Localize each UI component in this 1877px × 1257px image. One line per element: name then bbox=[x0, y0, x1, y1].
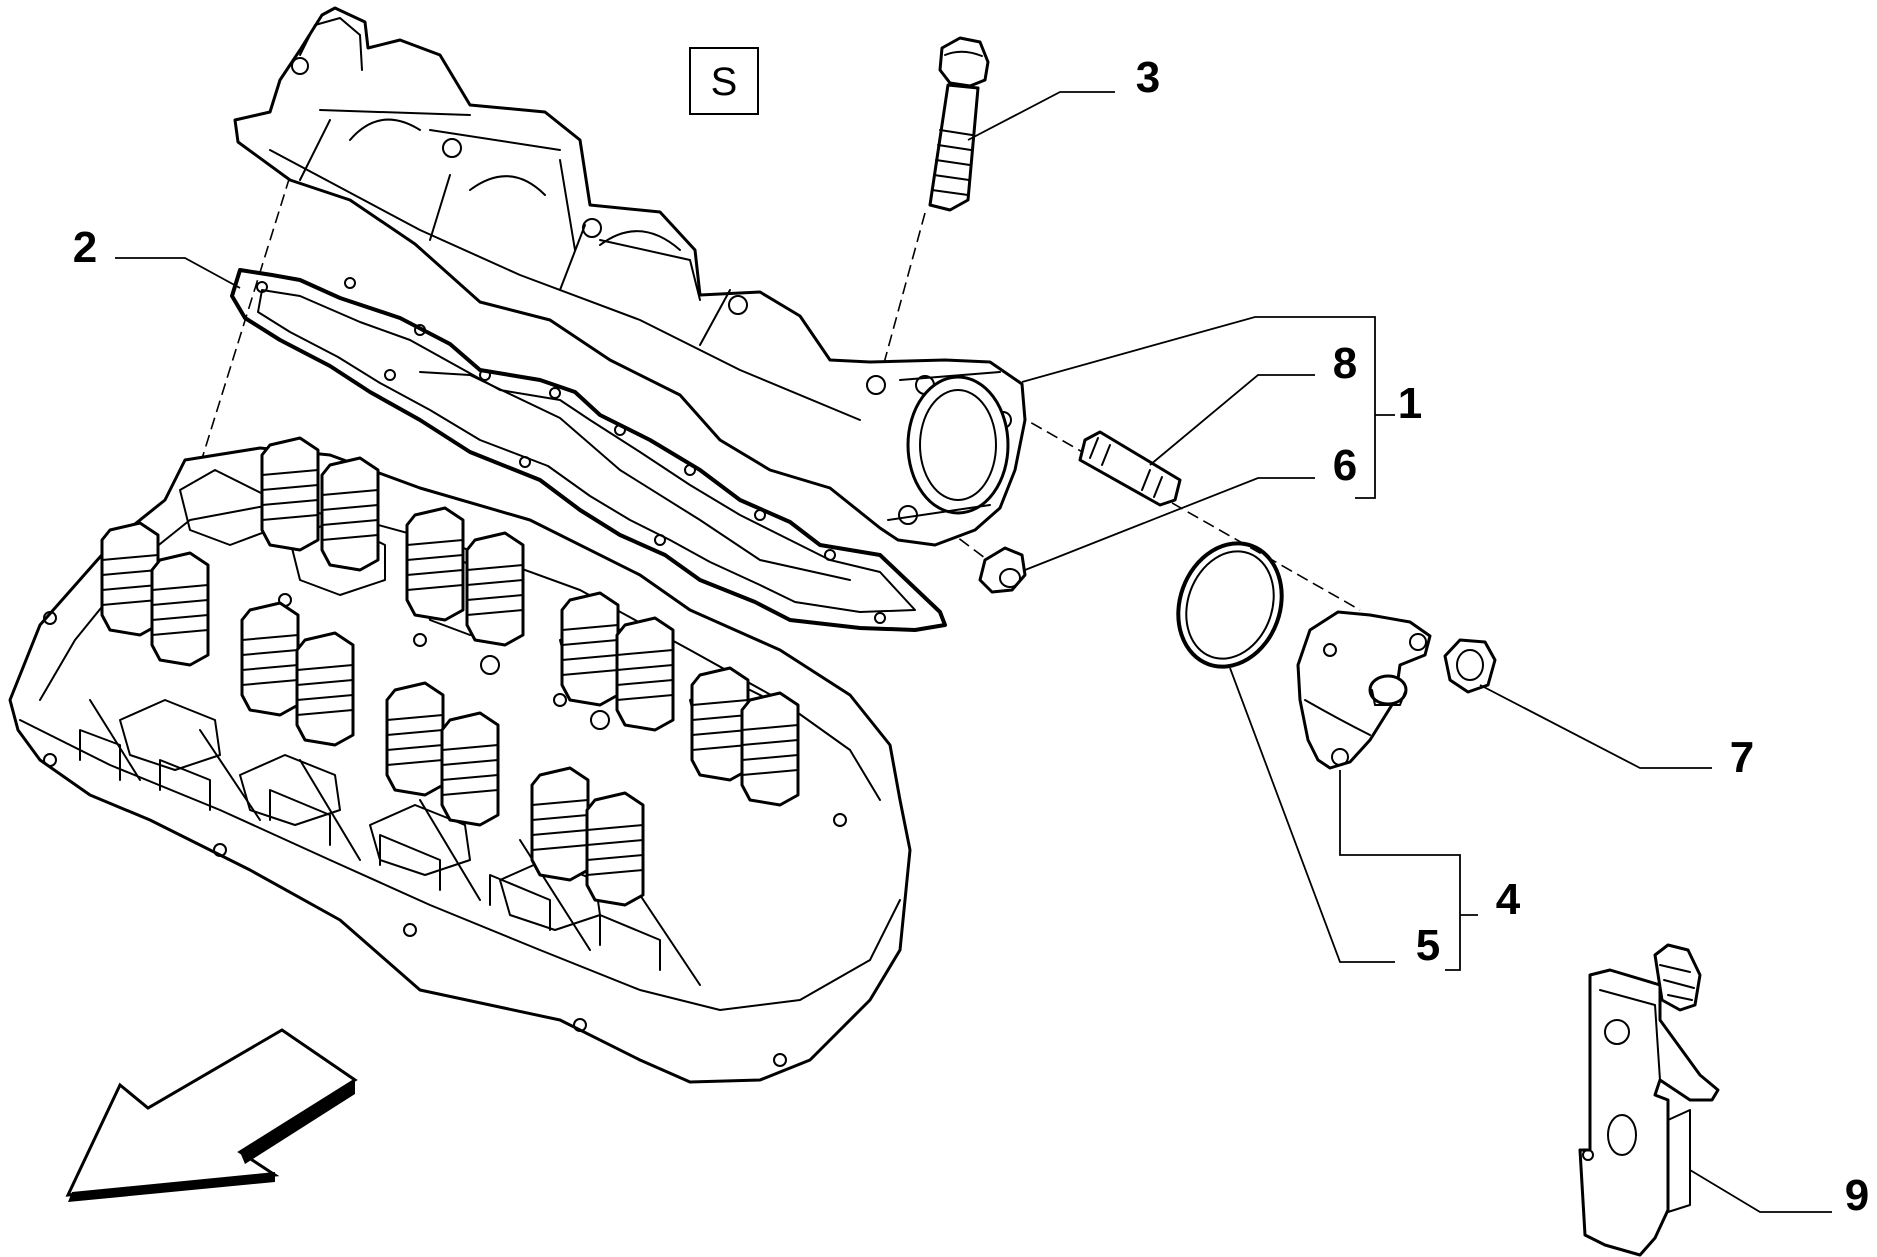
variant-box: S bbox=[689, 47, 759, 115]
valve-springs bbox=[100, 436, 800, 907]
cylinder-head bbox=[8, 436, 912, 1084]
cover-bolt bbox=[928, 36, 990, 212]
callout-label-3: 3 bbox=[1136, 53, 1160, 102]
o-ring-seal bbox=[1176, 541, 1284, 669]
callout-label-5: 5 bbox=[1416, 921, 1440, 970]
nut bbox=[1443, 638, 1497, 694]
camshaft-cover bbox=[233, 6, 1027, 547]
callout-label-2: 2 bbox=[73, 223, 97, 272]
leader-lines bbox=[115, 91, 1832, 1213]
stud bbox=[1078, 430, 1182, 507]
variant-box-label: S bbox=[711, 60, 738, 104]
callout-labels: 1 2 3 4 5 6 7 8 9 bbox=[73, 53, 1869, 1220]
callout-label-9: 9 bbox=[1845, 1171, 1869, 1220]
callout-label-7: 7 bbox=[1730, 733, 1754, 782]
callout-label-1: 1 bbox=[1398, 379, 1422, 428]
direction-arrow bbox=[65, 1028, 358, 1202]
end-cover-plate bbox=[1296, 610, 1432, 770]
callout-label-4: 4 bbox=[1496, 875, 1521, 924]
mounting-bracket bbox=[1578, 943, 1720, 1257]
dowel-sleeve bbox=[978, 546, 1027, 594]
cover-gasket bbox=[230, 268, 947, 632]
callout-label-8: 8 bbox=[1333, 339, 1357, 388]
callout-label-6: 6 bbox=[1333, 441, 1357, 490]
